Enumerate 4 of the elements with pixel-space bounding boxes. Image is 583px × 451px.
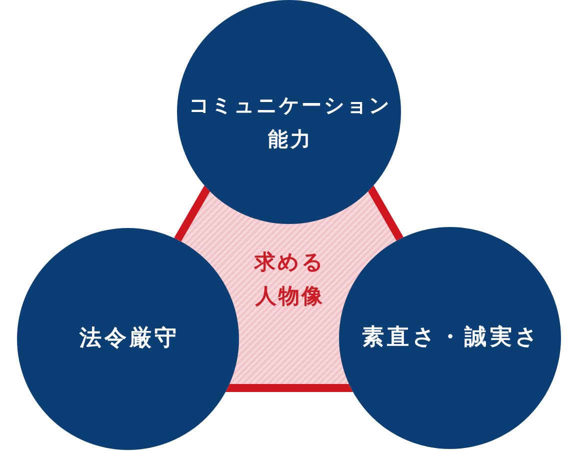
topic-label: 素直さ・誠実さ: [360, 324, 542, 352]
topic-label: 法令厳守: [78, 325, 180, 353]
center-label: 求める人物像: [253, 249, 326, 310]
topic-label: コミュニケーション能力: [188, 92, 392, 153]
